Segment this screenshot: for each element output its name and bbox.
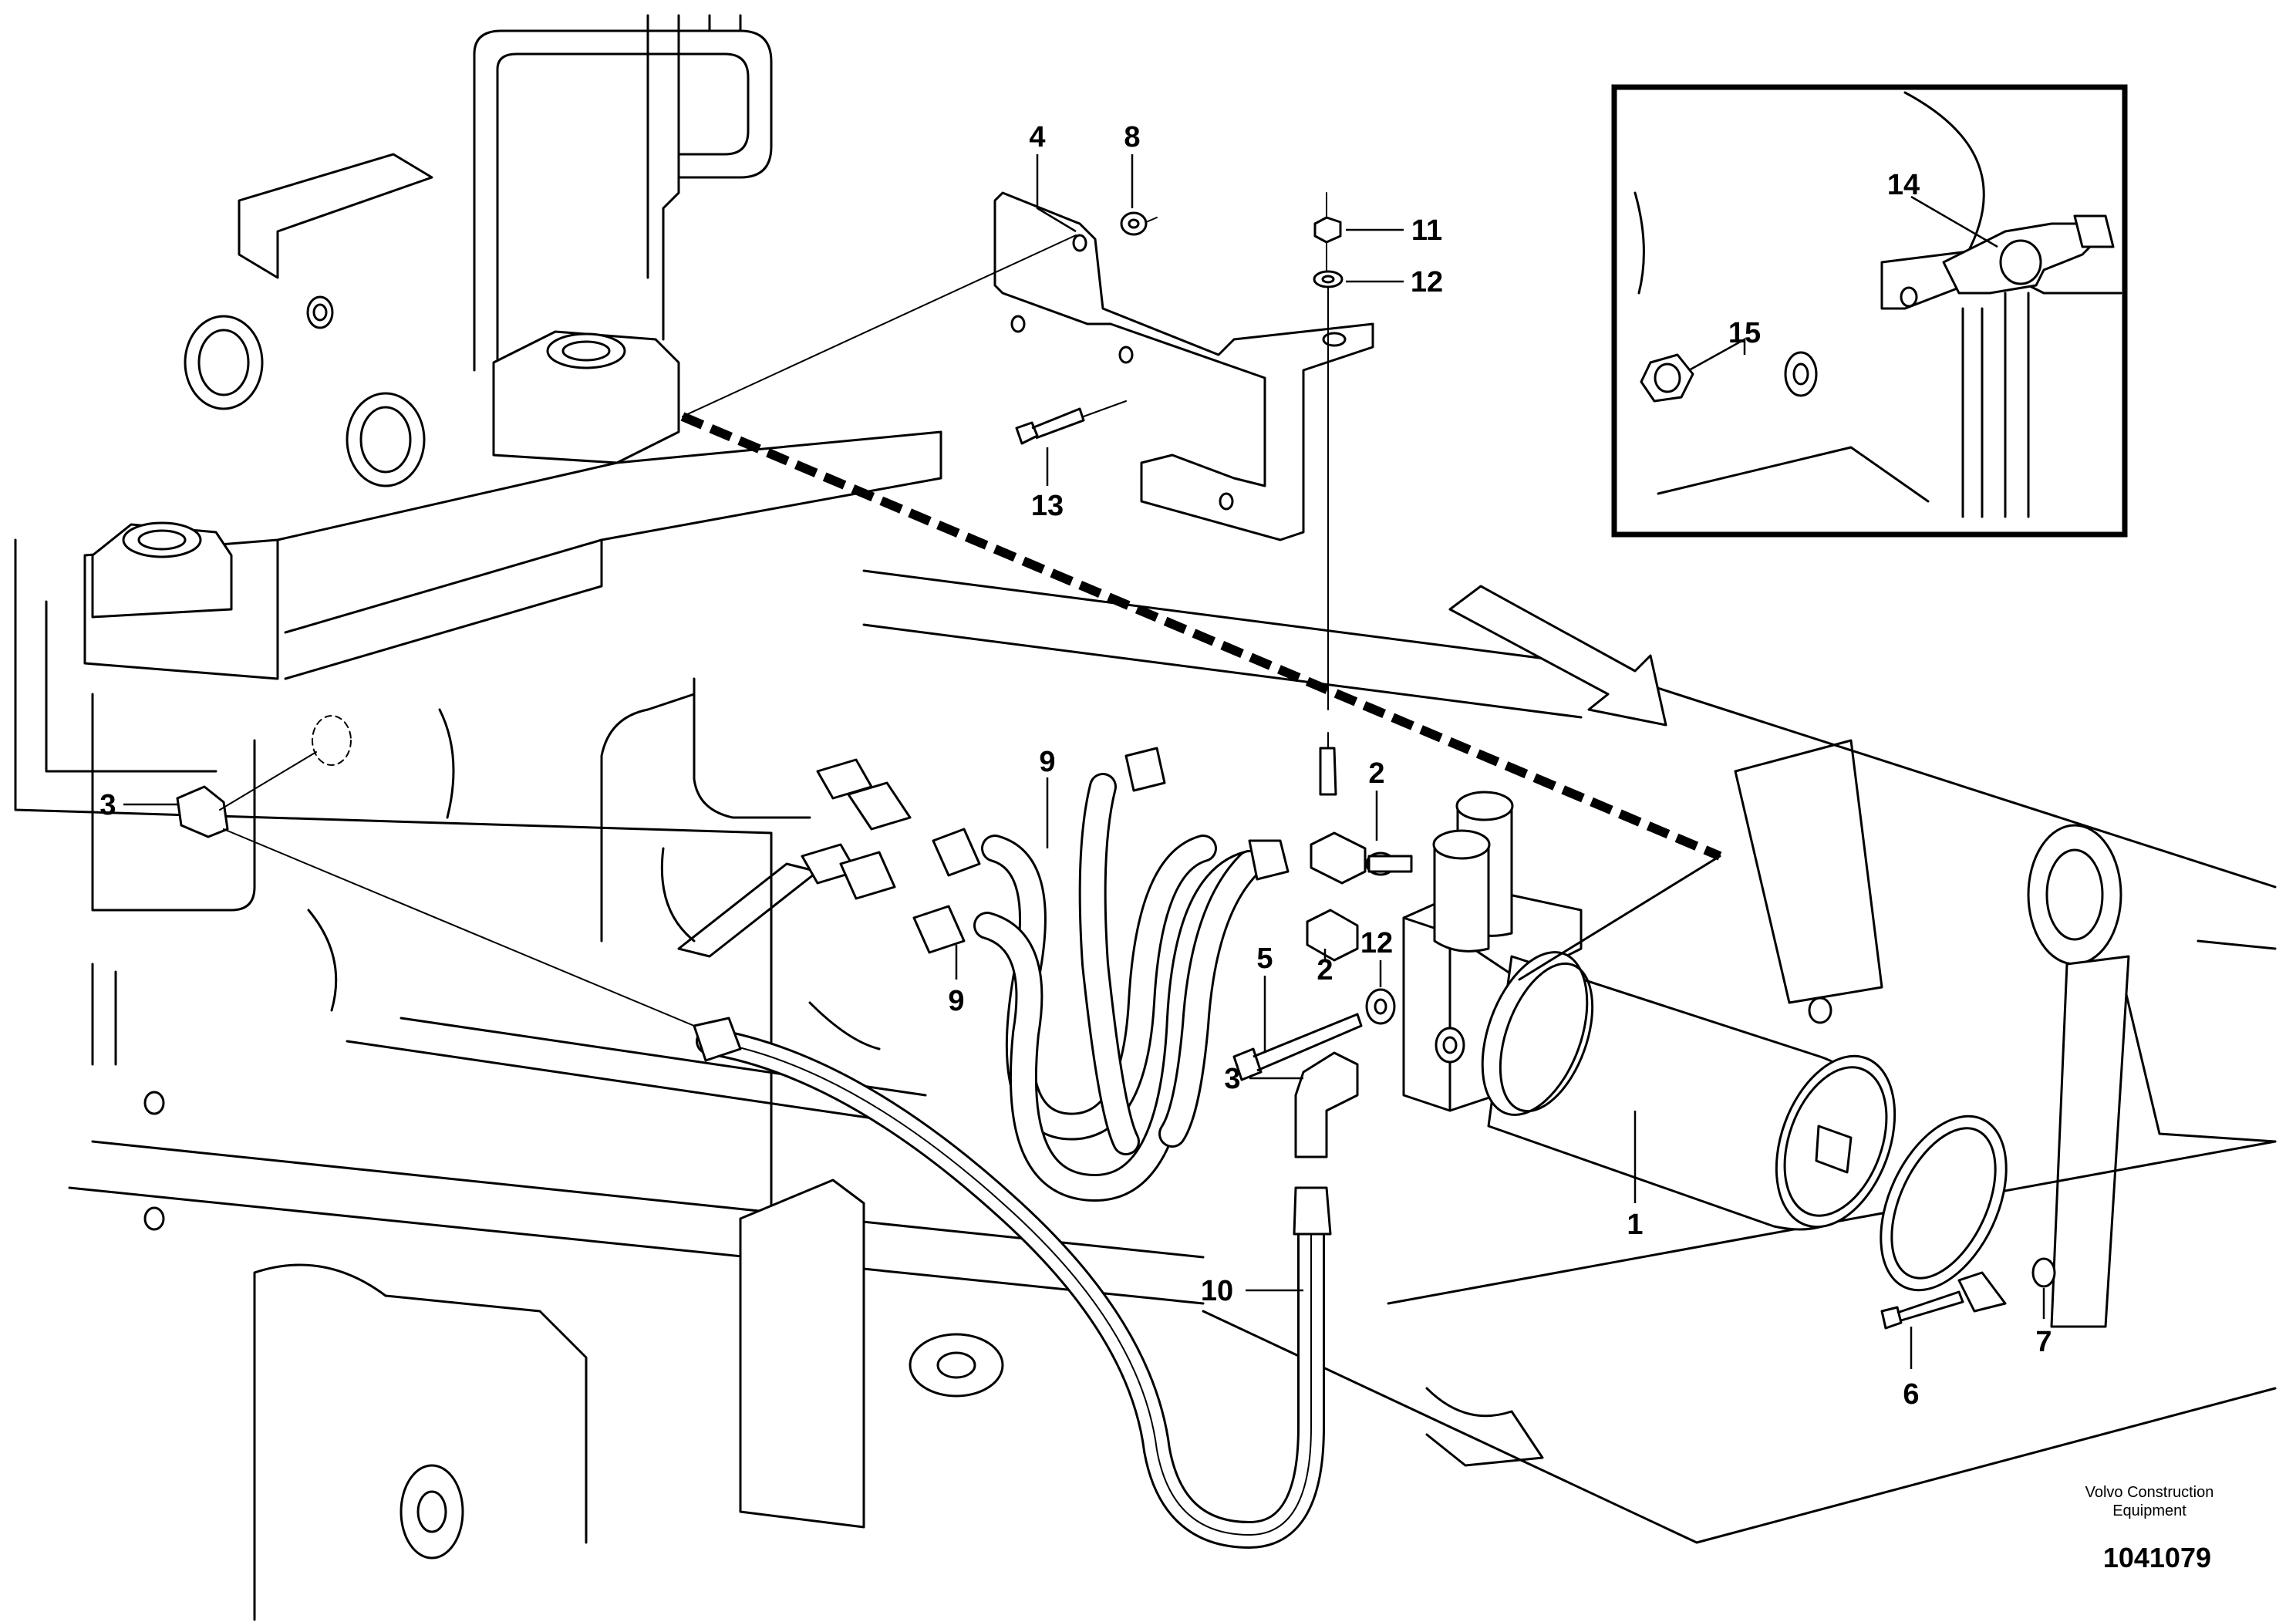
washer-12-bottom <box>1365 988 1396 1025</box>
callout-9b: 9 <box>948 985 964 1017</box>
elbow-3-left <box>176 785 229 838</box>
mounting-bracket <box>993 191 1374 541</box>
brand-line-1: Volvo Construction <box>2085 1484 2214 1501</box>
callout-13: 13 <box>1031 490 1064 522</box>
hose-10 <box>696 1027 1325 1549</box>
filter-assembly <box>1402 791 1896 1231</box>
hose-9 <box>973 773 1263 1202</box>
callout-15: 15 <box>1728 317 1761 349</box>
bolt-13 <box>1015 407 1085 445</box>
bolt-5 <box>1232 1013 1363 1081</box>
callout-5: 5 <box>1256 943 1273 975</box>
figure-number: 1041079 <box>2102 1542 2211 1573</box>
detail-inset <box>1611 84 2128 538</box>
washer-7 <box>2031 1257 2056 1288</box>
callout-12a: 12 <box>1411 266 1443 298</box>
elbow-3-lower <box>1294 1051 1359 1158</box>
callout-9a: 9 <box>1039 746 1055 778</box>
callout-2b: 2 <box>1317 954 1333 986</box>
callout-7: 7 <box>2035 1326 2052 1358</box>
alignment-line <box>680 412 1722 861</box>
callout-14: 14 <box>1887 169 1920 201</box>
plug-15 <box>1640 353 1694 403</box>
washer-12-top <box>1313 270 1344 288</box>
callout-12b: 12 <box>1360 927 1393 959</box>
callouts: 1 2 2 3 3 4 5 6 7 8 9 9 10 11 12 12 13 1… <box>99 121 2052 1411</box>
callout-6: 6 <box>1903 1378 1919 1411</box>
adapter-2 <box>1306 831 1413 962</box>
callout-1: 1 <box>1627 1209 1643 1241</box>
callout-3b: 3 <box>1224 1063 1240 1095</box>
callout-4: 4 <box>1029 121 1045 153</box>
brand-line-2: Equipment <box>2112 1502 2186 1519</box>
bolt-6 <box>1880 1290 1964 1330</box>
machine-frame <box>14 14 2277 1621</box>
leader-lines <box>123 154 2045 1369</box>
filter-clamp <box>1880 1114 2056 1330</box>
washer-8 <box>1120 211 1148 236</box>
brand-caption: Volvo Construction Equipment <box>2057 1483 2242 1520</box>
callout-11: 11 <box>1411 214 1442 247</box>
direction-arrow-icon <box>1448 585 1667 727</box>
callout-2a: 2 <box>1368 757 1384 790</box>
callout-8: 8 <box>1124 121 1140 153</box>
callout-10: 10 <box>1201 1275 1233 1307</box>
callout-3a: 3 <box>99 789 116 821</box>
nut-11 <box>1313 216 1342 244</box>
